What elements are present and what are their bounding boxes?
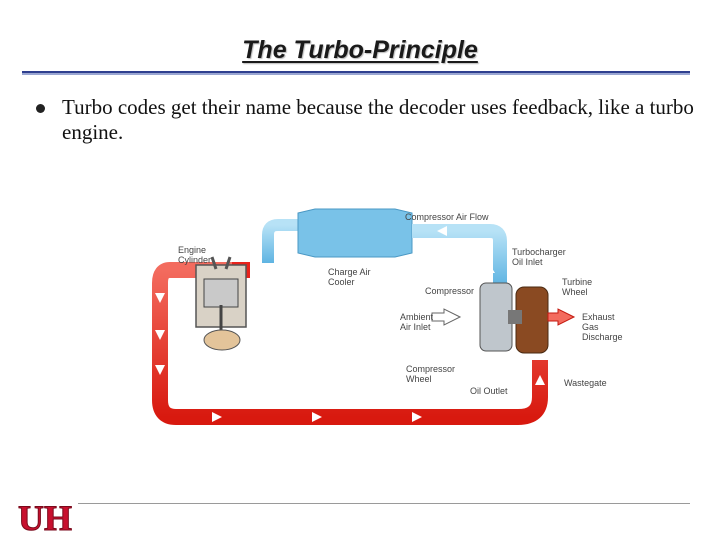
compressor-housing <box>479 282 513 352</box>
slide-title: The Turbo-Principle <box>242 36 478 64</box>
label-compressor-wheel-2: Wheel <box>406 374 432 384</box>
label-wastegate: Wastegate <box>564 378 607 388</box>
label-engine-2: Cylinder <box>178 255 211 265</box>
label-turbocharger-oil-inlet-1: Turbocharger <box>512 247 566 257</box>
label-turbocharger-oil-inlet-2: Oil Inlet <box>512 257 543 267</box>
charge-air-cooler <box>297 208 413 258</box>
label-turbine-wheel-2: Wheel <box>562 287 588 297</box>
label-exhaust-gas-discharge-2: Gas <box>582 322 599 332</box>
label-charge-air-cooler-2: Cooler <box>328 277 355 287</box>
label-compressor: Compressor <box>425 286 474 296</box>
label-ambient-air-inlet-2: Air Inlet <box>400 322 431 332</box>
turbocharger-diagram: Engine Cylinder Compressor Air Flow Char… <box>152 208 623 425</box>
label-charge-air-cooler-1: Charge Air <box>328 267 371 277</box>
exhaust-pipe <box>152 262 548 425</box>
label-engine-1: Engine <box>178 245 206 255</box>
footer-rule <box>78 503 690 504</box>
label-turbine-wheel-1: Turbine <box>562 277 592 287</box>
label-compressor-air-flow: Compressor Air Flow <box>405 212 489 222</box>
label-exhaust-gas-discharge-3: Discharge <box>582 332 623 342</box>
title-rule <box>22 71 690 75</box>
label-ambient-air-inlet-1: Ambient <box>400 312 434 322</box>
bullet-text: Turbo codes get their name because the d… <box>62 95 694 144</box>
intake-pipe <box>262 219 300 263</box>
uh-logo-icon: UH <box>18 498 73 538</box>
label-compressor-wheel-1: Compressor <box>406 364 455 374</box>
bullet-icon <box>36 104 45 113</box>
logo-text: UH <box>18 498 72 537</box>
label-exhaust-gas-discharge-1: Exhaust <box>582 312 615 322</box>
label-oil-outlet: Oil Outlet <box>470 386 508 396</box>
